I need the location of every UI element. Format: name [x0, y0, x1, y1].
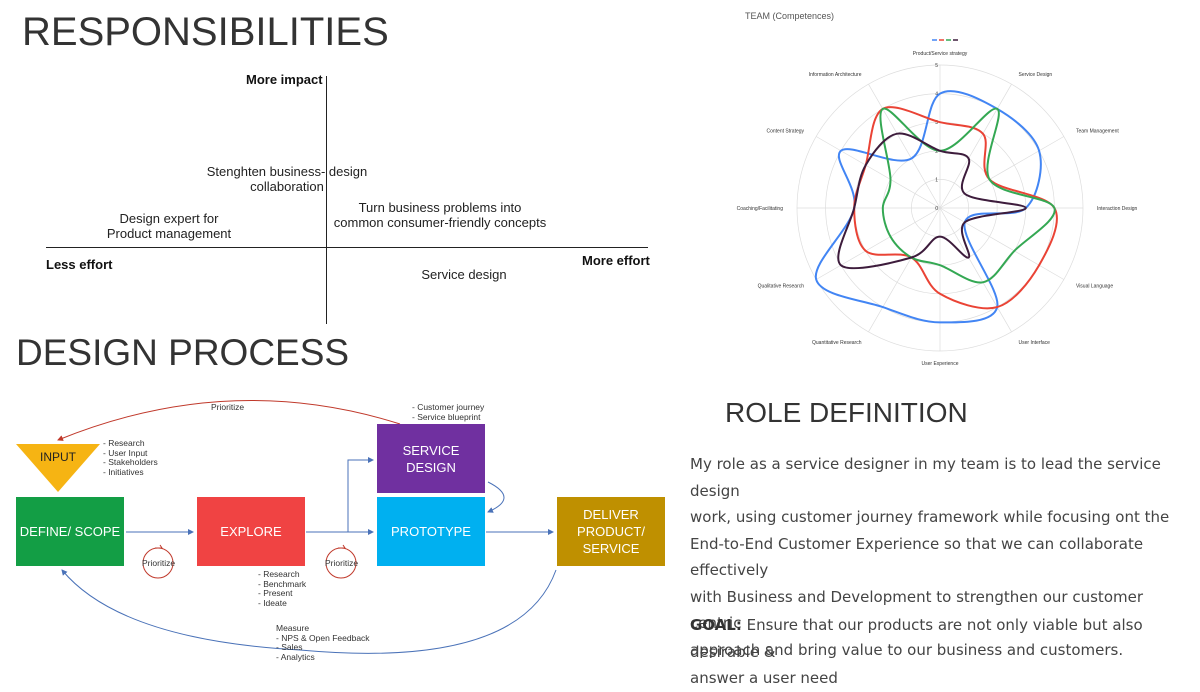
radar-tick-label: 0 — [935, 206, 938, 212]
radar-axis-label: User Interface — [1019, 340, 1051, 346]
radar-series — [814, 90, 1042, 324]
radar-axis-label: Visual Language — [1076, 284, 1113, 290]
radar-spoke — [868, 207, 941, 333]
radar-axis-label: Team Management — [1076, 129, 1119, 135]
design-process-title: DESIGN PROCESS — [16, 332, 350, 373]
radar-series — [837, 132, 1027, 270]
process-connectors — [57, 400, 557, 654]
radar-tick-label: 3 — [935, 120, 938, 126]
deliver-box: DELIVER PRODUCT/ SERVICE — [557, 497, 665, 566]
radar-axis-label: Qualitative Research — [758, 284, 805, 290]
goal-block: GOAL: Ensure that our products are not o… — [690, 612, 1195, 692]
define-scope-box: DEFINE/ SCOPE — [16, 497, 124, 566]
role-line: approach and bring value to our business… — [690, 640, 1124, 659]
item-service-design: Service design — [421, 267, 507, 282]
prioritize-label-2: Prioritize — [325, 558, 359, 568]
radar-tick-label: 5 — [935, 63, 938, 69]
radar-tick-label: 1 — [935, 177, 938, 183]
role-line: with Business and Development to strengt… — [690, 587, 1144, 633]
service-design-notes: - Customer journey - Service blueprint — [412, 402, 485, 422]
item-business-design: Stenghten business- design collaboration — [206, 164, 368, 194]
explore-box: EXPLORE — [197, 497, 305, 566]
prioritize-top-arc — [57, 400, 401, 441]
radar-spoke — [939, 207, 1012, 333]
prototype-loop — [487, 481, 505, 513]
radar-spoke — [939, 136, 1065, 209]
arrow-to-service-design — [347, 457, 374, 532]
radar-spoke — [939, 207, 1065, 280]
radar-spoke — [939, 83, 1012, 209]
radar-spoke — [815, 207, 941, 280]
team-chart-title: TEAM (Competences) — [745, 11, 835, 21]
item-design-expert: Design expert for Product management — [106, 211, 232, 241]
radar-spoke — [868, 83, 941, 209]
input-label: INPUT — [40, 450, 76, 464]
prototype-box: PROTOTYPE — [377, 497, 485, 566]
goal-text: Ensure that our products are not only vi… — [690, 616, 1143, 661]
radar-tick-label: 4 — [935, 92, 938, 98]
prioritize-top-label: Prioritize — [211, 402, 245, 412]
radar-axis-label: Coaching/Facilitating — [737, 206, 784, 212]
radar-spoke — [815, 136, 941, 209]
axis-label-more-impact: More impact — [246, 72, 323, 87]
service-design-box: SERVICE DESIGN — [377, 424, 485, 493]
radar-series — [879, 107, 1056, 284]
prioritize-label-1: Prioritize — [142, 558, 176, 568]
role-line: work, using customer journey framework w… — [690, 508, 1170, 526]
radar-axis-label: Interaction Design — [1097, 206, 1138, 212]
goal-label: GOAL: — [690, 616, 742, 634]
role-line: My role as a service designer in my team… — [690, 455, 1161, 500]
role-line: End-to-End Customer Experience so that w… — [690, 534, 1144, 580]
radar-axis-label: Content Strategy — [767, 129, 805, 135]
axis-label-less-effort: Less effort — [46, 257, 113, 272]
goal-text-2: answer a user need — [690, 669, 838, 687]
radar-axis-label: Product/Service strategy — [913, 51, 968, 57]
radar-axis-label: User Experience — [922, 361, 959, 367]
role-definition-title: ROLE DEFINITION — [725, 397, 968, 428]
measure-arc — [61, 569, 557, 654]
role-description: My role as a service designer in my team… — [690, 451, 1195, 663]
input-funnel: INPUT — [16, 444, 100, 492]
measure-notes: Measure - NPS & Open Feedback - Sales - … — [276, 623, 370, 662]
radar-axis-label: Quantitative Research — [812, 340, 862, 346]
vertical-axis — [326, 76, 327, 324]
horizontal-axis — [46, 247, 648, 248]
radar-axis-label: Information Architecture — [809, 72, 862, 78]
axis-label-more-effort: More effort — [582, 253, 650, 268]
responsibilities-title: RESPONSIBILITIES — [22, 10, 389, 54]
radar-axis-label: Service Design — [1019, 72, 1053, 78]
input-notes: - Research - User Input - Stakeholders -… — [103, 438, 158, 477]
item-business-problems: Turn business problems into common consu… — [333, 200, 547, 230]
explore-notes: - Research - Benchmark - Present - Ideat… — [258, 569, 307, 608]
radar-tick-label: 2 — [935, 149, 938, 155]
